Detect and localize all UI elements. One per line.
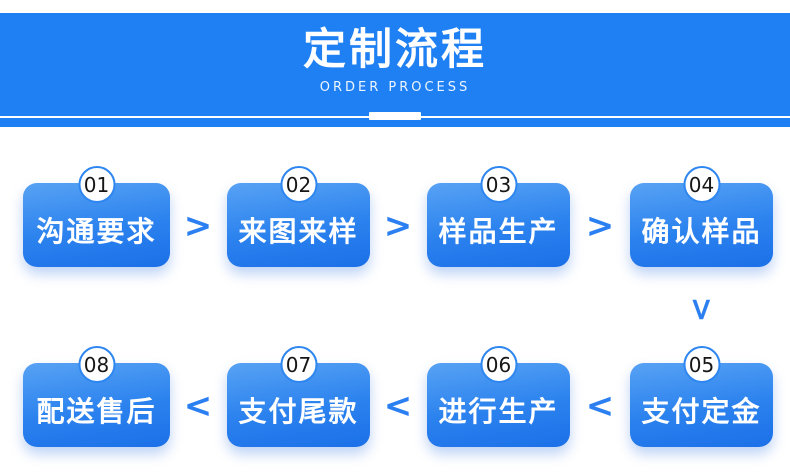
arrow-right-icon: >	[585, 206, 615, 246]
header-banner: 定制流程 ORDER PROCESS	[0, 13, 790, 116]
page-title: 定制流程	[303, 24, 487, 75]
step-number-badge: 08	[78, 346, 115, 383]
step-number-badge: 03	[480, 166, 517, 203]
step-box-04: 04 确认样品	[630, 166, 773, 267]
step-number: 02	[285, 172, 312, 197]
step-label: 样品生产	[438, 214, 559, 248]
step-number: 08	[83, 352, 110, 377]
step-label: 配送售后	[36, 394, 157, 428]
step-box-01: 01 沟通要求	[23, 166, 170, 267]
step-box-07: 07 支付尾款	[227, 346, 370, 447]
page-subtitle: ORDER PROCESS	[319, 80, 471, 96]
step-number-badge: 02	[280, 166, 317, 203]
step-label: 支付定金	[641, 394, 762, 428]
step-number: 01	[83, 172, 110, 197]
banner-underline-stripe	[0, 118, 790, 127]
arrow-down-icon: >	[683, 291, 719, 327]
step-label: 支付尾款	[238, 394, 359, 428]
steps-row-top: 01 沟通要求 > 02 来图来样 > 03 样品生产 >	[0, 166, 790, 267]
arrow-right-icon: >	[383, 206, 413, 246]
step-box-03: 03 样品生产	[427, 166, 570, 267]
step-number-badge: 05	[683, 346, 720, 383]
step-card: 来图来样	[227, 183, 370, 267]
arrow-left-icon: <	[383, 386, 413, 426]
arrow-left-icon: <	[183, 386, 213, 426]
step-label: 沟通要求	[36, 214, 157, 248]
arrow-right-icon: >	[183, 206, 213, 246]
arrow-down-glyph: >	[683, 296, 720, 322]
step-card: 沟通要求	[23, 183, 170, 267]
step-label: 确认样品	[641, 214, 762, 248]
step-box-08: 08 配送售后	[23, 346, 170, 447]
step-box-02: 02 来图来样	[227, 166, 370, 267]
step-number: 07	[285, 352, 312, 377]
arrow-left-icon: <	[585, 386, 615, 426]
steps-row-bottom: 08 配送售后 < 07 支付尾款 < 06 进行生产 <	[0, 346, 790, 447]
step-number: 06	[485, 352, 512, 377]
step-number-badge: 04	[683, 166, 720, 203]
step-card: 配送售后	[23, 363, 170, 447]
step-label: 进行生产	[438, 394, 559, 428]
step-box-06: 06 进行生产	[427, 346, 570, 447]
step-number-badge: 06	[480, 346, 517, 383]
step-number: 04	[688, 172, 715, 197]
step-number-badge: 01	[78, 166, 115, 203]
banner-center-notch	[369, 112, 421, 120]
step-box-05: 05 支付定金	[630, 346, 773, 447]
step-number: 05	[688, 352, 715, 377]
step-number: 03	[485, 172, 512, 197]
step-label: 来图来样	[238, 214, 359, 248]
step-number-badge: 07	[280, 346, 317, 383]
